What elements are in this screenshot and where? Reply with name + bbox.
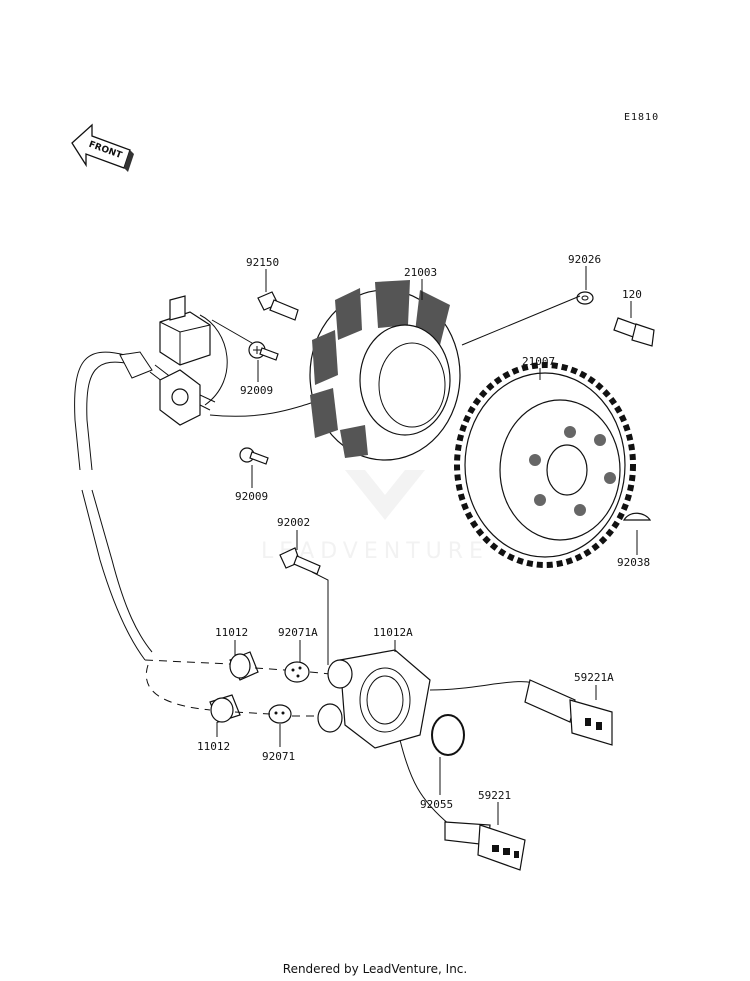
key-92038 <box>622 512 652 521</box>
connector-59221A <box>524 679 613 746</box>
part-label-92002: 92002 <box>277 516 310 529</box>
screw-92009-b <box>239 447 269 465</box>
diagram-code: E1810 <box>624 112 659 123</box>
rotor-21007 <box>454 362 636 568</box>
part-label-21007: 21007 <box>522 355 555 368</box>
part-label-92009-b: 92009 <box>235 490 268 503</box>
part-label-59221A: 59221A <box>574 671 614 684</box>
plug-92071 <box>268 704 292 724</box>
front-arrow-icon: FRONT <box>71 123 134 172</box>
bolt-120 <box>613 317 655 347</box>
pickup-coil <box>159 295 211 366</box>
part-label-92009-a: 92009 <box>240 384 273 397</box>
bolt-92002 <box>279 547 329 665</box>
part-label-11012-a: 11012 <box>215 626 248 639</box>
leader-lines <box>211 266 638 825</box>
cap-11012-b <box>209 694 241 723</box>
housing-11012A <box>317 649 541 826</box>
screw-92009-a <box>248 341 279 361</box>
footer-credit: Rendered by LeadVenture, Inc. <box>282 962 468 976</box>
washer-92026 <box>576 291 594 305</box>
oring-92055 <box>431 714 465 756</box>
stator-21003 <box>309 280 461 461</box>
part-label-92038: 92038 <box>617 556 650 569</box>
routing-lines <box>144 659 331 717</box>
grommet-plate <box>159 369 201 426</box>
part-label-11012A: 11012A <box>373 626 413 639</box>
part-label-11012-b: 11012 <box>197 740 230 753</box>
part-label-92055: 92055 <box>420 798 453 811</box>
connector-59221 <box>444 821 526 871</box>
part-label-92071A: 92071A <box>278 626 318 639</box>
part-label-92071: 92071 <box>262 750 295 763</box>
wire-harness <box>74 314 321 661</box>
part-label-59221: 59221 <box>478 789 511 802</box>
part-label-120: 120 <box>622 288 642 301</box>
cap-11012-a <box>229 651 259 681</box>
plug-92071A <box>284 661 310 683</box>
bolt-92150 <box>257 291 299 321</box>
part-label-92150: 92150 <box>246 256 279 269</box>
part-label-92026: 92026 <box>568 253 601 266</box>
part-label-21003: 21003 <box>404 266 437 279</box>
